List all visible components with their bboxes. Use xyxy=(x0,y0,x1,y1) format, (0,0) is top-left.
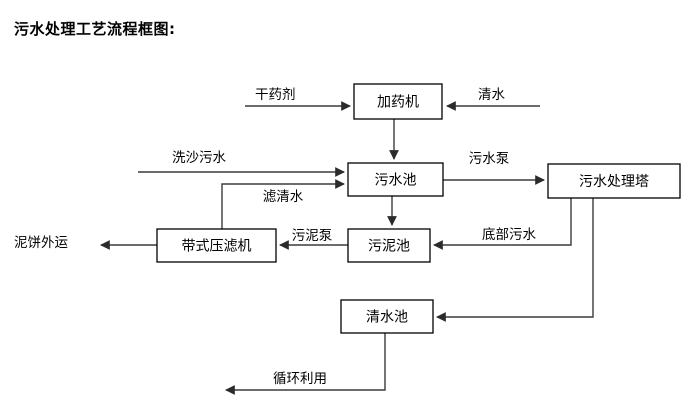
label-mud-cake-out: 泥饼外运 xyxy=(14,235,68,251)
node-dosing-machine-label: 加药机 xyxy=(377,95,419,111)
label-recycle-reuse: 循环利用 xyxy=(273,371,327,387)
node-belt-filter-press[interactable]: 带式压滤机 xyxy=(156,228,277,263)
node-sewage-pool[interactable]: 污水池 xyxy=(347,162,444,197)
page-title: 污水处理工艺流程框图: xyxy=(14,20,176,38)
node-clear-water-pool-rect xyxy=(340,299,434,334)
label-sand-wash-sewage: 洗沙污水 xyxy=(172,150,226,166)
node-treatment-tower[interactable]: 污水处理塔 xyxy=(547,163,681,199)
label-filtrate: 滤清水 xyxy=(263,189,304,205)
node-sewage-pool-rect xyxy=(347,162,444,197)
node-treatment-tower-rect xyxy=(547,163,681,199)
edge-tower-to-clear-water-pool xyxy=(436,198,594,322)
node-sewage-pool-label: 污水池 xyxy=(375,173,417,189)
edge-clear-water-pool-to-recycle xyxy=(225,333,386,395)
node-sludge-pool-rect xyxy=(347,228,431,263)
label-dry-chemical: 干药剂 xyxy=(255,87,296,103)
label-clean-water-in: 清水 xyxy=(478,87,505,103)
node-dosing-machine[interactable]: 加药机 xyxy=(353,83,443,120)
node-belt-filter-press-label: 带式压滤机 xyxy=(182,239,252,255)
edge-press-to-sewage-pool xyxy=(221,179,345,229)
label-sewage-pump: 污水泵 xyxy=(469,151,510,167)
edge-tower-to-sludge-pool xyxy=(433,198,572,250)
node-clear-water-pool[interactable]: 清水池 xyxy=(340,299,434,334)
node-clear-water-pool-label: 清水池 xyxy=(366,310,408,326)
node-belt-filter-press-rect xyxy=(156,228,277,263)
node-sludge-pool-label: 污泥池 xyxy=(368,239,410,255)
node-dosing-machine-rect xyxy=(353,83,443,120)
label-sludge-pump: 污泥泵 xyxy=(292,228,333,244)
node-sludge-pool[interactable]: 污泥池 xyxy=(347,228,431,263)
label-bottom-sewage: 底部污水 xyxy=(482,227,536,243)
node-treatment-tower-label: 污水处理塔 xyxy=(579,174,649,190)
